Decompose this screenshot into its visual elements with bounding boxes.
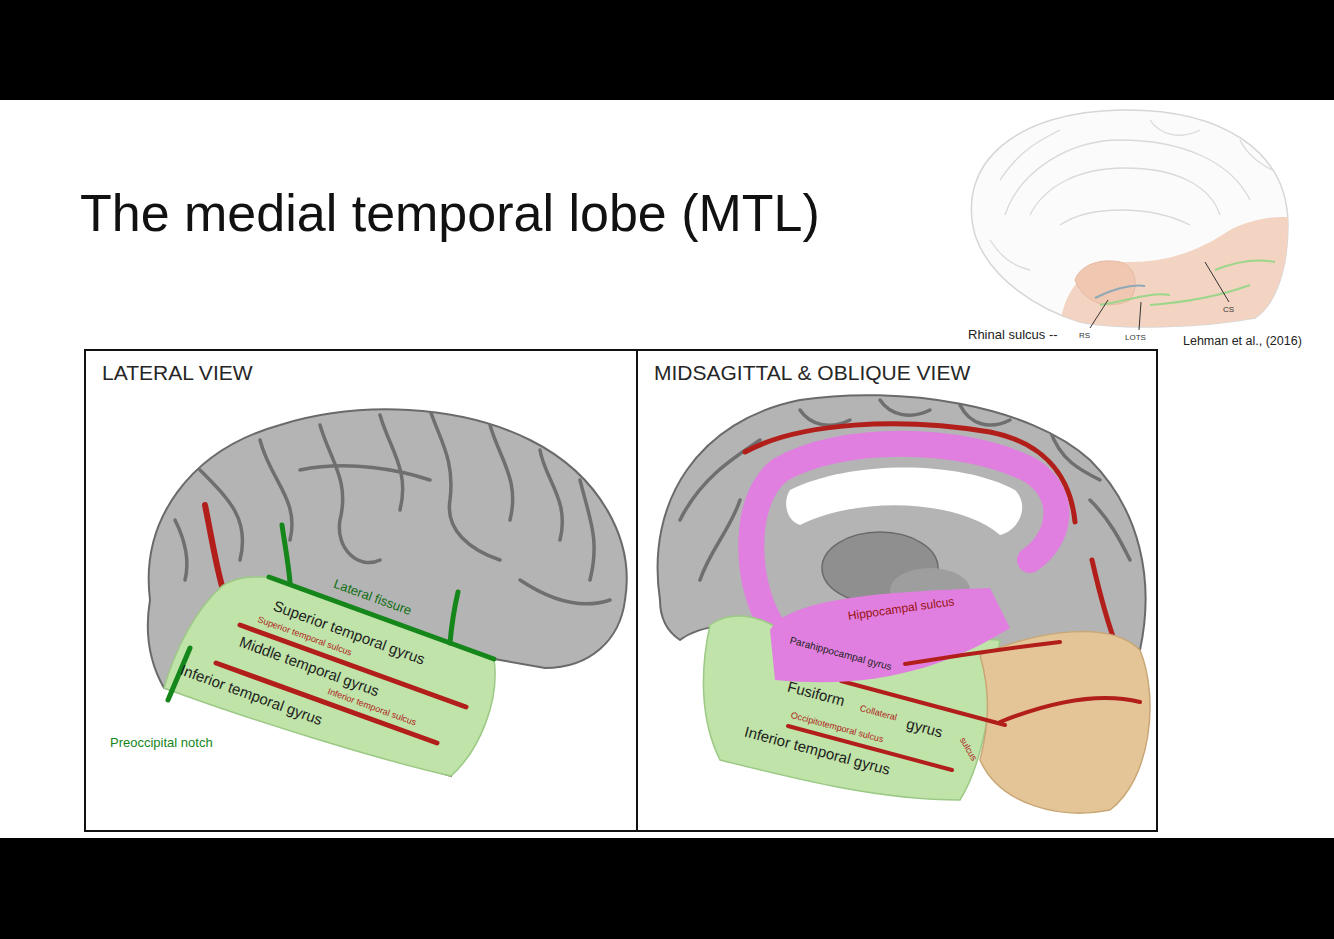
citation-label: Lehman et al., (2016) bbox=[1183, 334, 1302, 348]
medial-brain bbox=[658, 395, 1150, 813]
inset-brain bbox=[971, 110, 1300, 340]
panel-heading: MIDSAGITTAL & OBLIQUE VIEW bbox=[654, 361, 970, 385]
slide-title: The medial temporal lobe (MTL) bbox=[80, 183, 820, 243]
lateral-brain bbox=[148, 409, 627, 776]
abbreviation-label: CS bbox=[1223, 305, 1234, 314]
landmark-label: Preoccipital notch bbox=[110, 736, 213, 751]
top-bar bbox=[0, 0, 1334, 100]
view-panel: MIDSAGITTAL & OBLIQUE VIEW bbox=[636, 349, 1158, 832]
panel-heading: LATERAL VIEW bbox=[102, 361, 253, 385]
abbreviation-label: RS bbox=[1079, 331, 1090, 340]
abbreviation-label: LOTS bbox=[1125, 333, 1146, 342]
reference-label: Rhinal sulcus -- bbox=[968, 328, 1058, 343]
bottom-bar bbox=[0, 838, 1334, 939]
